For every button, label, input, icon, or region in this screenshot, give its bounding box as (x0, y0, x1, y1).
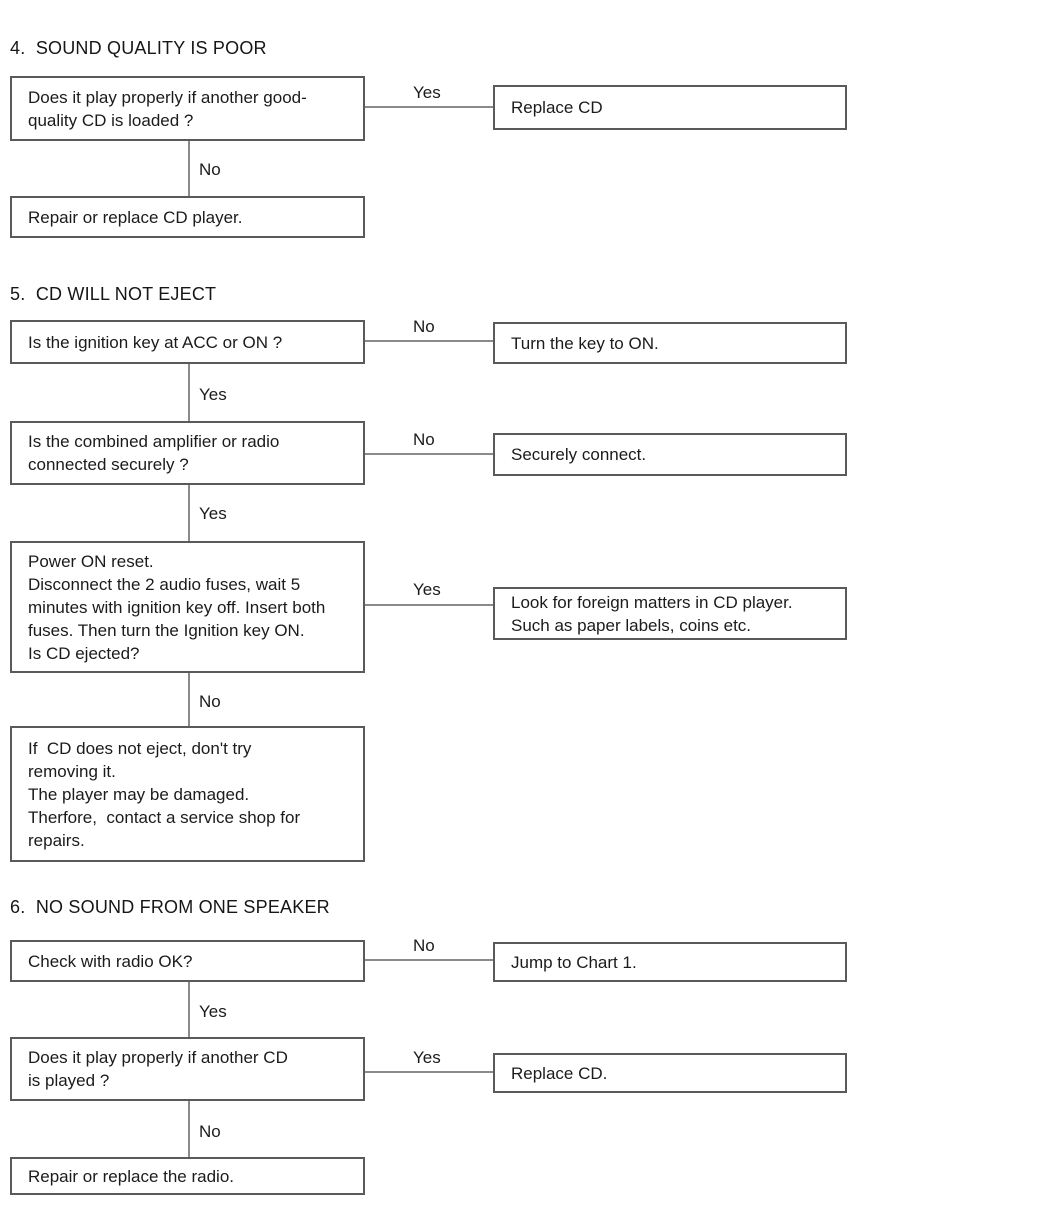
s6-branch-2-label: Yes (413, 1048, 441, 1067)
section-6-title: 6. NO SOUND FROM ONE SPEAKER (10, 897, 330, 917)
s6-question-2-box: Does it play properly if another CD is p… (10, 1037, 365, 1101)
s6-continue-2-label: No (199, 1122, 221, 1141)
s6-continue-2-connector-line (188, 1101, 190, 1157)
s6-continue-1-label: Yes (199, 1002, 227, 1021)
s4-branch-result-box: Replace CD (493, 85, 847, 130)
s5-branch-3-label: Yes (413, 580, 441, 599)
s5-branch-3-result-box: Look for foreign matters in CD player. S… (493, 587, 847, 640)
s5-branch-1-connector-line (365, 340, 493, 342)
s5-question-2-box: Is the combined amplifier or radio conne… (10, 421, 365, 485)
section-5-title: 5. CD WILL NOT EJECT (10, 284, 217, 304)
s5-continue-1-connector-line (188, 364, 190, 421)
s4-branch-connector-line (365, 106, 493, 108)
s6-branch-1-connector-line (365, 959, 493, 961)
s6-final-box: Repair or replace the radio. (10, 1157, 365, 1195)
s6-branch-2-connector-line (365, 1071, 493, 1073)
s5-final-box: If CD does not eject, don't try removing… (10, 726, 365, 862)
s5-branch-2-connector-line (365, 453, 493, 455)
section-4-title: 4. SOUND QUALITY IS POOR (10, 38, 267, 58)
s5-continue-2-label: Yes (199, 504, 227, 523)
s4-continue-label: No (199, 160, 221, 179)
s5-continue-3-label: No (199, 692, 221, 711)
s5-branch-2-result-box: Securely connect. (493, 433, 847, 476)
s5-question-1-box: Is the ignition key at ACC or ON ? (10, 320, 365, 364)
s6-question-1-box: Check with radio OK? (10, 940, 365, 982)
s5-branch-2-label: No (413, 430, 435, 449)
s5-branch-1-result-box: Turn the key to ON. (493, 322, 847, 364)
s4-question-box: Does it play properly if another good- q… (10, 76, 365, 141)
s5-branch-3-connector-line (365, 604, 493, 606)
s5-question-3-box: Power ON reset. Disconnect the 2 audio f… (10, 541, 365, 673)
s4-continue-connector-line (188, 141, 190, 196)
s5-continue-1-label: Yes (199, 385, 227, 404)
s5-continue-3-connector-line (188, 673, 190, 726)
s6-continue-1-connector-line (188, 982, 190, 1037)
s6-branch-2-result-box: Replace CD. (493, 1053, 847, 1093)
s5-continue-2-connector-line (188, 485, 190, 541)
s5-branch-1-label: No (413, 317, 435, 336)
s6-branch-1-label: No (413, 936, 435, 955)
s6-branch-1-result-box: Jump to Chart 1. (493, 942, 847, 982)
s4-branch-label: Yes (413, 83, 441, 102)
s4-final-box: Repair or replace CD player. (10, 196, 365, 238)
